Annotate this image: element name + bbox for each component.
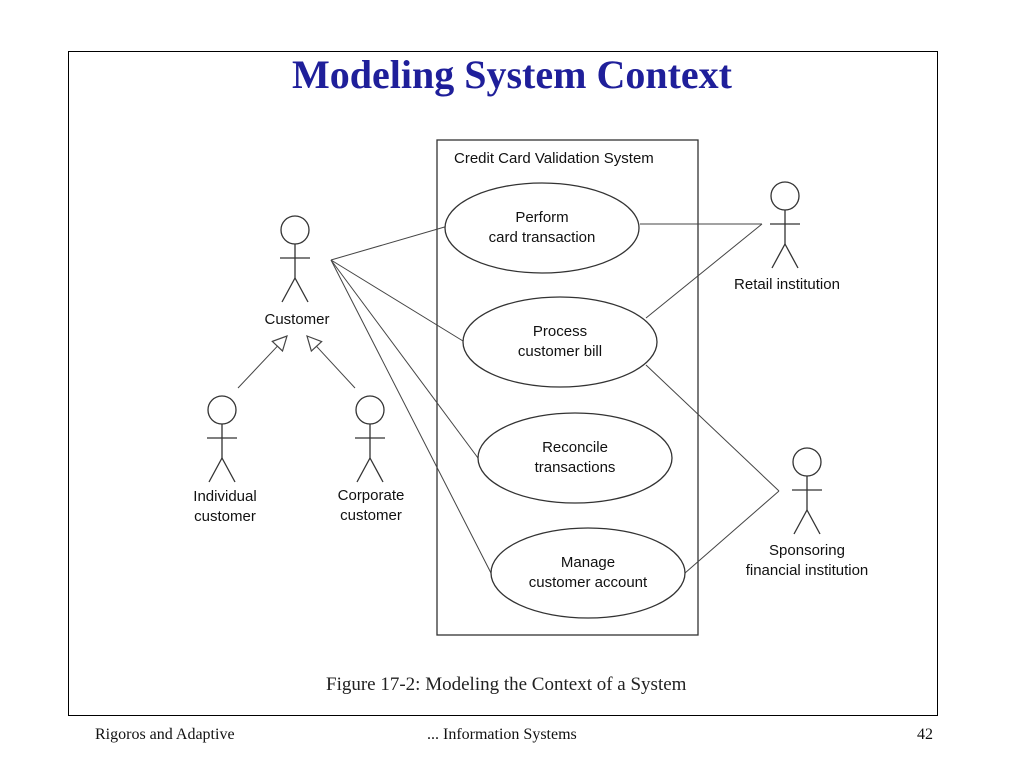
actor-right-leg <box>806 509 821 535</box>
use-case-label-uc4: Manage <box>561 554 615 571</box>
actor-corporate <box>355 395 385 483</box>
generalization-arrowhead-individual <box>271 335 288 353</box>
association-line-sponsoring-uc2 <box>645 364 780 492</box>
use-case-uc1 <box>444 182 640 274</box>
generalization-arrowhead-corporate <box>306 335 323 353</box>
actor-label-retail: Retail institution <box>734 276 840 293</box>
use-case-label-uc3: Reconcile <box>542 439 608 456</box>
actor-label-corporate: Corporate <box>338 487 405 504</box>
actor-head <box>207 395 237 425</box>
actor-right-leg <box>294 277 309 303</box>
generalization-line-individual <box>237 345 278 389</box>
association-line-customer-uc2 <box>330 259 464 342</box>
use-case-label-uc1: card transaction <box>489 229 596 246</box>
actor-label-sponsoring: financial institution <box>746 562 869 579</box>
association-line-customer-uc3 <box>330 259 479 459</box>
actor-label-sponsoring: Sponsoring <box>769 542 845 559</box>
actor-label-individual: customer <box>194 508 256 525</box>
actor-retail <box>770 181 800 269</box>
actor-individual <box>207 395 237 483</box>
use-case-label-uc1: Perform <box>515 209 568 226</box>
actor-head <box>355 395 385 425</box>
use-case-uc2 <box>462 296 658 388</box>
use-case-label-uc4: customer account <box>529 574 648 591</box>
actor-head <box>792 447 822 477</box>
actor-left-leg <box>208 457 223 483</box>
actor-right-leg <box>221 457 236 483</box>
actor-left-leg <box>356 457 371 483</box>
system-boundary <box>436 139 699 636</box>
actor-head <box>770 181 800 211</box>
association-line-retail-uc2 <box>645 223 763 319</box>
use-case-label-uc3: transactions <box>535 459 616 476</box>
actor-left-leg <box>281 277 296 303</box>
use-case-label-uc2: customer bill <box>518 343 602 360</box>
actor-sponsoring <box>792 447 822 535</box>
actor-right-leg <box>369 457 384 483</box>
slide-frame <box>68 51 938 716</box>
actor-customer <box>280 215 310 303</box>
slide-title: Modeling System Context <box>292 52 732 97</box>
actor-label-corporate: customer <box>340 507 402 524</box>
association-line-customer-uc1 <box>330 225 449 261</box>
use-case-uc3 <box>477 412 673 504</box>
actor-head <box>280 215 310 245</box>
actor-left-leg <box>771 243 786 269</box>
use-case-uc4 <box>490 527 686 619</box>
association-line-customer-uc4 <box>330 259 493 576</box>
use-case-label-uc2: Process <box>533 323 587 340</box>
footer-left: Rigoros and Adaptive <box>95 726 235 743</box>
system-boundary-label: Credit Card Validation System <box>454 150 654 167</box>
association-line-sponsoring-uc4 <box>684 490 780 574</box>
actor-left-leg <box>793 509 808 535</box>
actor-right-leg <box>784 243 799 269</box>
footer-center: ... Information Systems <box>427 726 577 743</box>
figure-caption: Figure 17-2: Modeling the Context of a S… <box>326 674 687 695</box>
generalization-line-corporate <box>316 345 356 389</box>
actor-label-customer: Customer <box>264 311 329 328</box>
page-number: 42 <box>917 726 933 743</box>
actor-label-individual: Individual <box>193 488 256 505</box>
